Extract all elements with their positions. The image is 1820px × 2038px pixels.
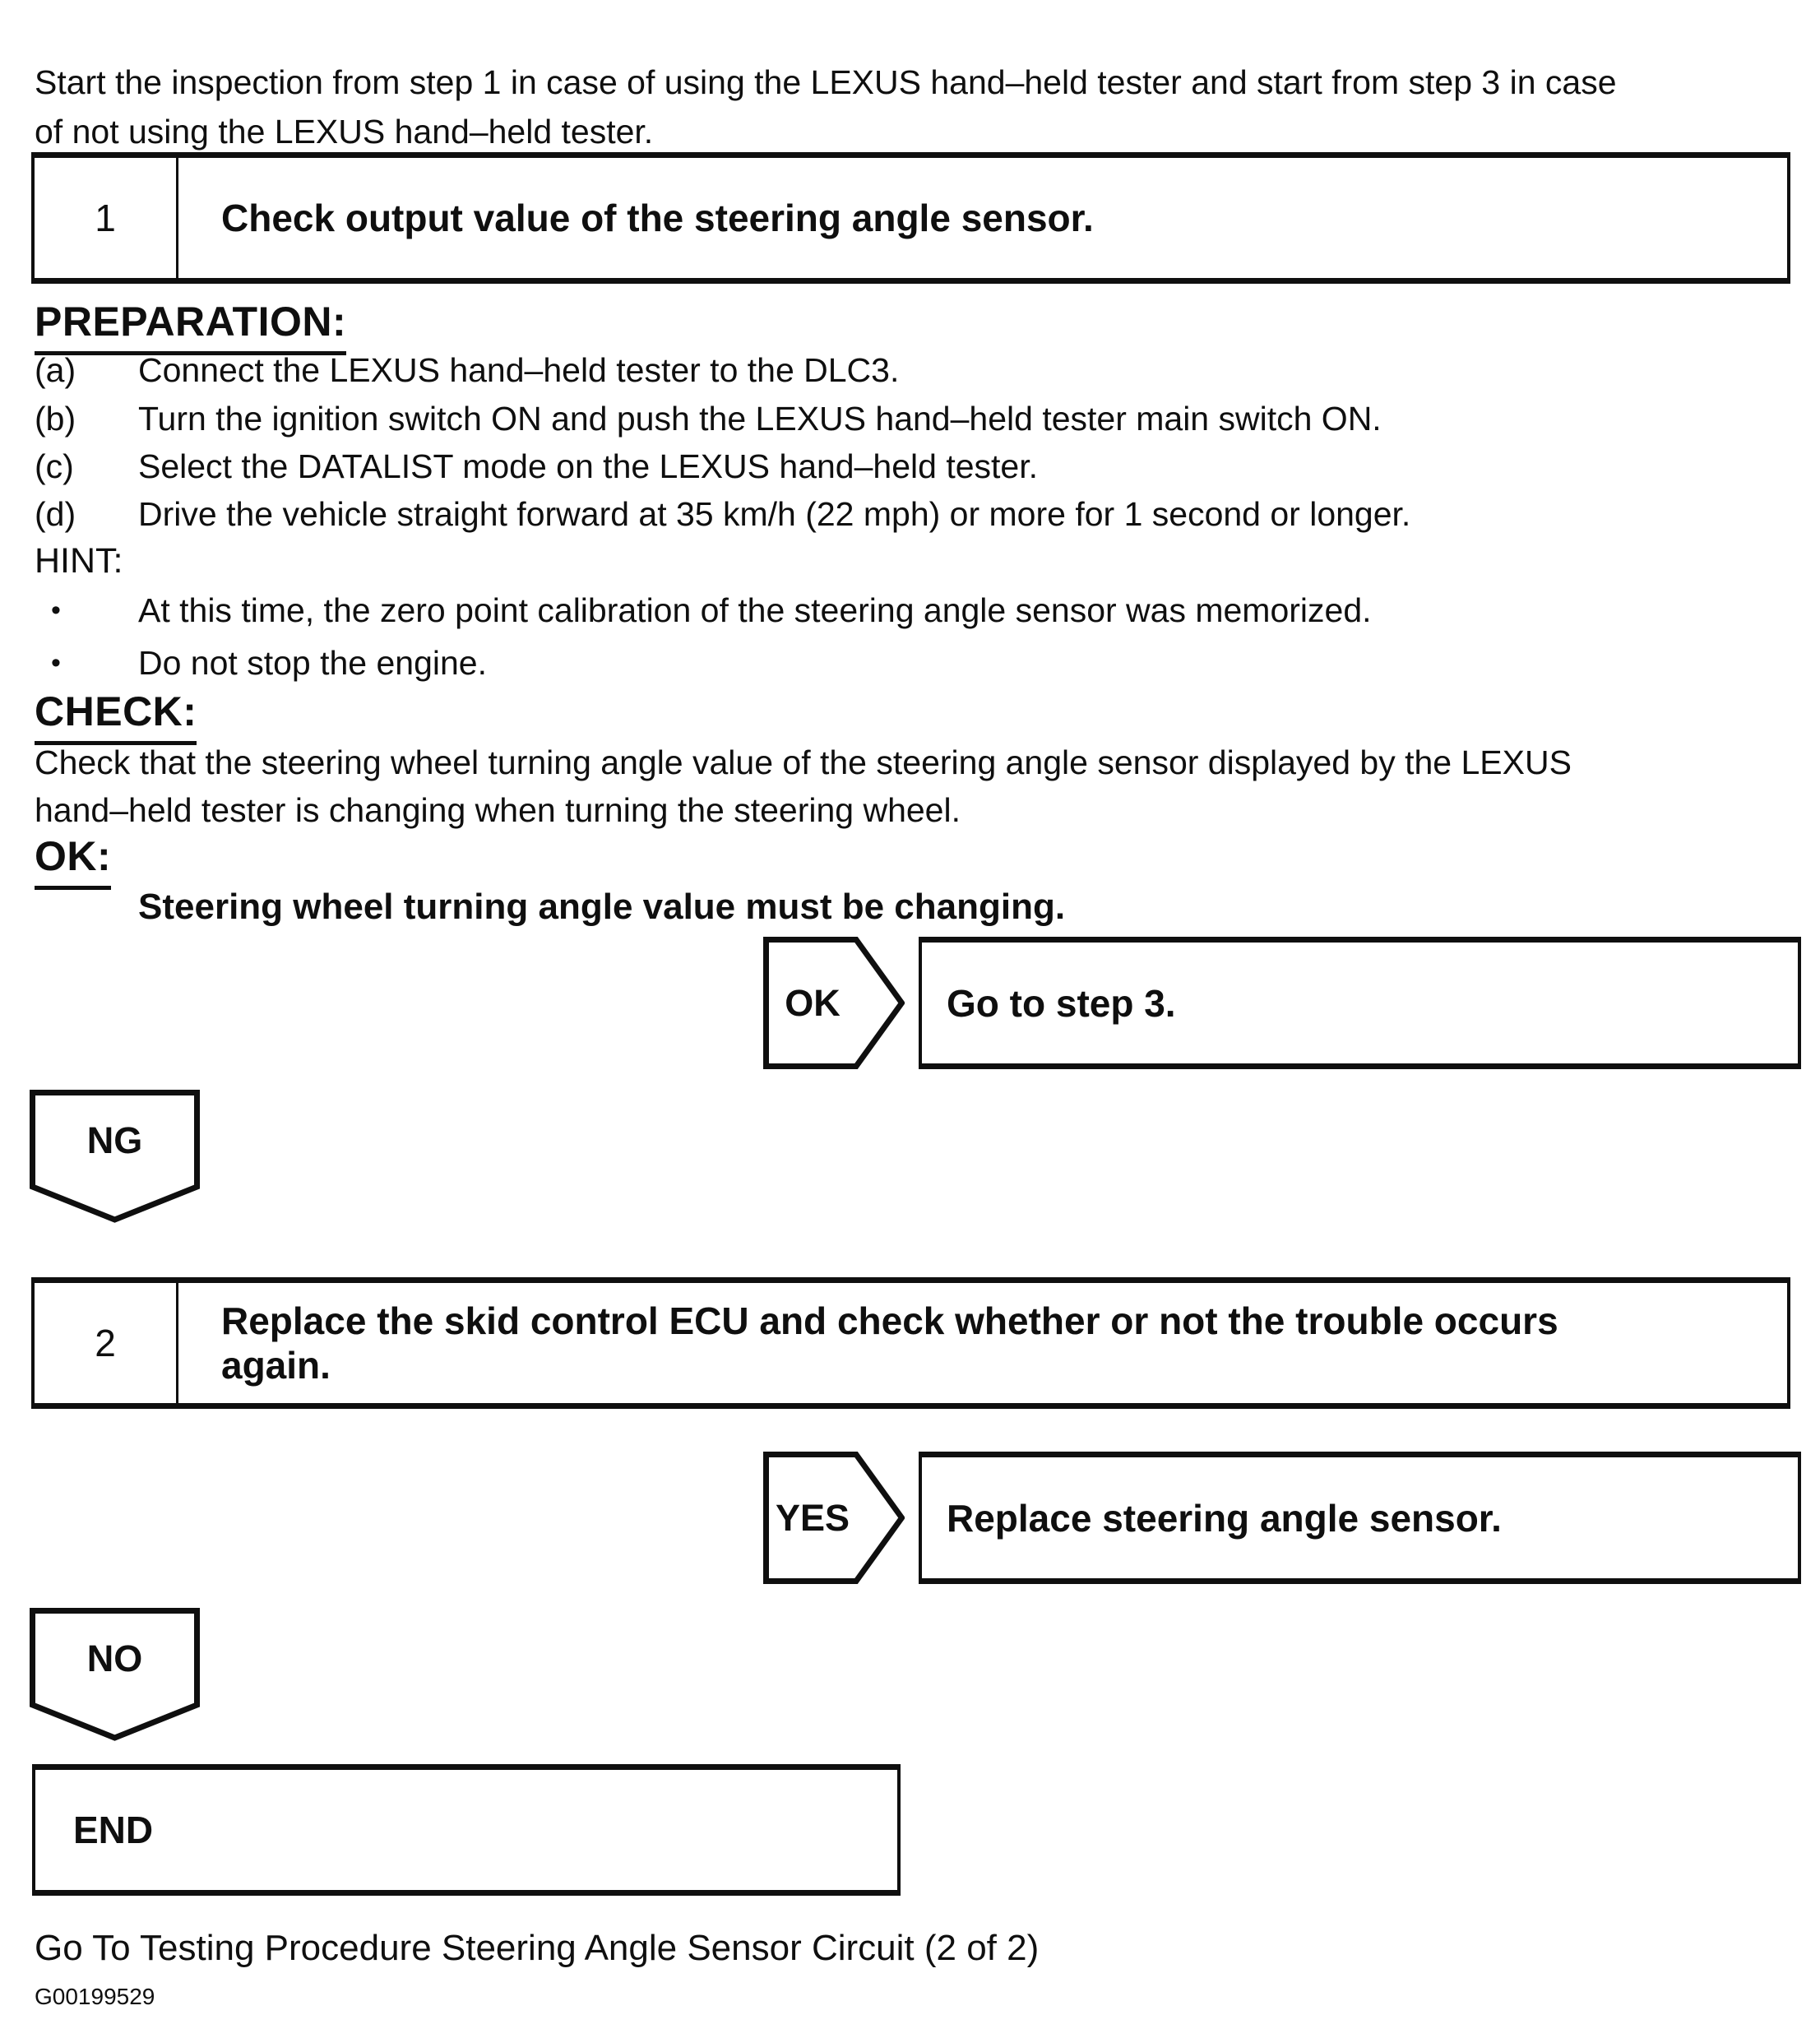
preparation-label: PREPARATION: (35, 298, 347, 355)
ok-requirement: Steering wheel turning angle value must … (138, 887, 1066, 927)
ok-label: OK: (35, 832, 112, 890)
check-label: CHECK: (35, 688, 197, 745)
step-1-title: Check output value of the steering angle… (221, 197, 1094, 239)
step-2-title-line-2: again. (221, 1344, 331, 1387)
intro-line-1: Start the inspection from step 1 in case… (35, 63, 1617, 101)
step-2-header-box: 2 Replace the skid control ECU and check… (31, 1277, 1790, 1409)
ok-connector-label: OK (785, 981, 841, 1024)
item-text: Connect the LEXUS hand–held tester to th… (138, 351, 900, 389)
right-arrow-pentagon-icon (763, 937, 905, 1069)
item-label: (a) (35, 351, 76, 389)
item-label: (b) (35, 400, 76, 438)
item-label: (c) (35, 447, 74, 485)
ok-connector-arrow: OK (763, 937, 905, 1069)
no-connector-label: NO (86, 1637, 143, 1679)
list-item: (a) Connect the LEXUS hand–held tester t… (35, 345, 899, 395)
yes-connector-label: YES (775, 1496, 850, 1539)
hint-text: Do not stop the engine. (138, 644, 487, 682)
ng-connector-arrow: NG (30, 1090, 200, 1223)
yes-result-text: Replace steering angle sensor. (947, 1496, 1502, 1540)
right-arrow-pentagon-icon (763, 1452, 905, 1584)
ok-heading: OK: (35, 832, 112, 890)
check-line-1: Check that the steering wheel turning an… (35, 743, 1572, 781)
hint-label: HINT: (35, 541, 123, 581)
item-text: Drive the vehicle straight forward at 35… (138, 495, 1411, 533)
hint-item: • Do not stop the engine. (35, 638, 487, 688)
list-item: (c) Select the DATALIST mode on the LEXU… (35, 442, 1038, 491)
yes-result-box: Replace steering angle sensor. (919, 1452, 1801, 1584)
hint-text: At this time, the zero point calibration… (138, 591, 1372, 629)
ok-result-text: Go to step 3. (947, 981, 1176, 1025)
item-text: Select the DATALIST mode on the LEXUS ha… (138, 447, 1038, 485)
hint-item: • At this time, the zero point calibrati… (35, 586, 1372, 635)
footer-caption: Go To Testing Procedure Steering Angle S… (35, 1928, 1040, 1968)
no-connector-arrow: NO (30, 1608, 200, 1741)
step-1-header-box: 1 Check output value of the steering ang… (31, 152, 1790, 284)
item-text: Turn the ignition switch ON and push the… (138, 400, 1382, 438)
item-label: (d) (35, 495, 76, 533)
list-item: (d) Drive the vehicle straight forward a… (35, 489, 1410, 539)
check-line-2: hand–held tester is changing when turnin… (35, 791, 961, 829)
check-paragraph: Check that the steering wheel turning an… (35, 739, 1572, 834)
step-2-title-line-1: Replace the skid control ECU and check w… (221, 1299, 1558, 1342)
ok-result-box: Go to step 3. (919, 937, 1801, 1069)
intro-paragraph: Start the inspection from step 1 in case… (35, 58, 1617, 156)
intro-line-2: of not using the LEXUS hand–held tester. (35, 113, 654, 151)
preparation-heading: PREPARATION: (35, 298, 347, 355)
down-arrow-pentagon-icon (30, 1608, 200, 1741)
end-label: END (73, 1809, 154, 1851)
down-arrow-pentagon-icon (30, 1090, 200, 1223)
ng-connector-label: NG (86, 1119, 143, 1161)
figure-code: G00199529 (35, 1984, 155, 2009)
bullet-icon: • (51, 647, 61, 679)
step-2-number: 2 (35, 1283, 178, 1403)
check-heading: CHECK: (35, 688, 197, 745)
step-1-number: 1 (35, 158, 178, 278)
list-item: (b) Turn the ignition switch ON and push… (35, 394, 1382, 443)
end-box: END (32, 1764, 901, 1896)
bullet-icon: • (51, 595, 61, 626)
yes-connector-arrow: YES (763, 1452, 905, 1584)
